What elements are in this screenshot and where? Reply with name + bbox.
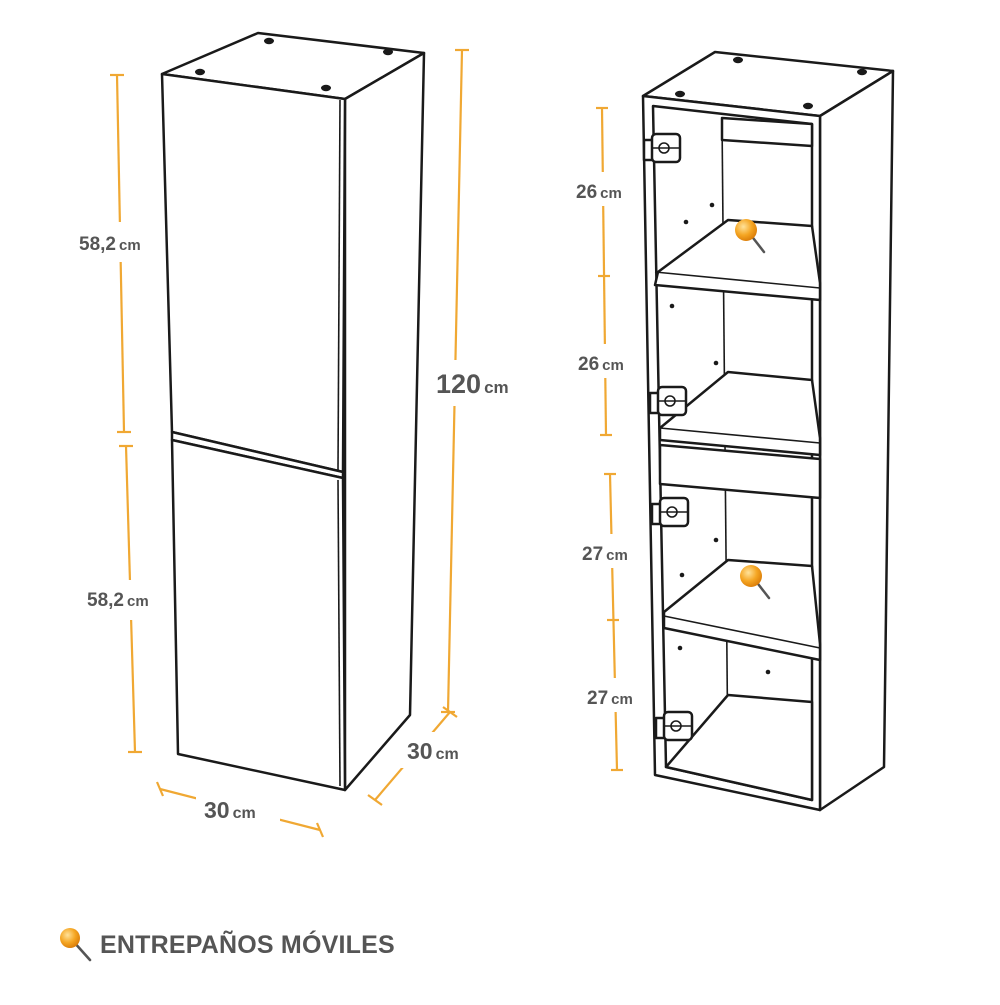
hinge-icon <box>642 132 682 164</box>
top-hole <box>321 84 331 92</box>
closed-cabinet-side <box>343 51 426 792</box>
open-cabinet-side <box>818 69 895 812</box>
pushpin-icon <box>60 928 92 962</box>
bottom-panel <box>664 693 814 802</box>
top-hole <box>264 37 274 45</box>
pushpin-icon <box>740 565 771 600</box>
hinge-icon <box>648 385 688 417</box>
upper-door <box>160 72 347 474</box>
legend: ENTREPAÑOS MÓVILES <box>58 920 395 970</box>
legend-label: ENTREPAÑOS MÓVILES <box>100 930 395 959</box>
shelf-1 <box>653 218 822 302</box>
closed-cabinet <box>160 31 426 792</box>
top-hole <box>383 48 393 56</box>
pushpin-icon <box>735 219 766 254</box>
middle-rail <box>658 443 822 500</box>
hinge-icon <box>654 710 694 742</box>
hinge-icon <box>650 496 690 528</box>
shelf-2 <box>658 370 822 457</box>
upper-door-edge <box>337 99 341 471</box>
shelf-3 <box>662 558 822 662</box>
lower-door <box>170 438 347 792</box>
dim-line-compartments-lower <box>608 473 619 771</box>
dim-line-compartments-upper <box>600 107 608 436</box>
open-cabinet <box>641 50 895 812</box>
top-hole <box>195 68 205 76</box>
top-rail <box>720 116 814 148</box>
lower-door-edge <box>337 479 341 787</box>
